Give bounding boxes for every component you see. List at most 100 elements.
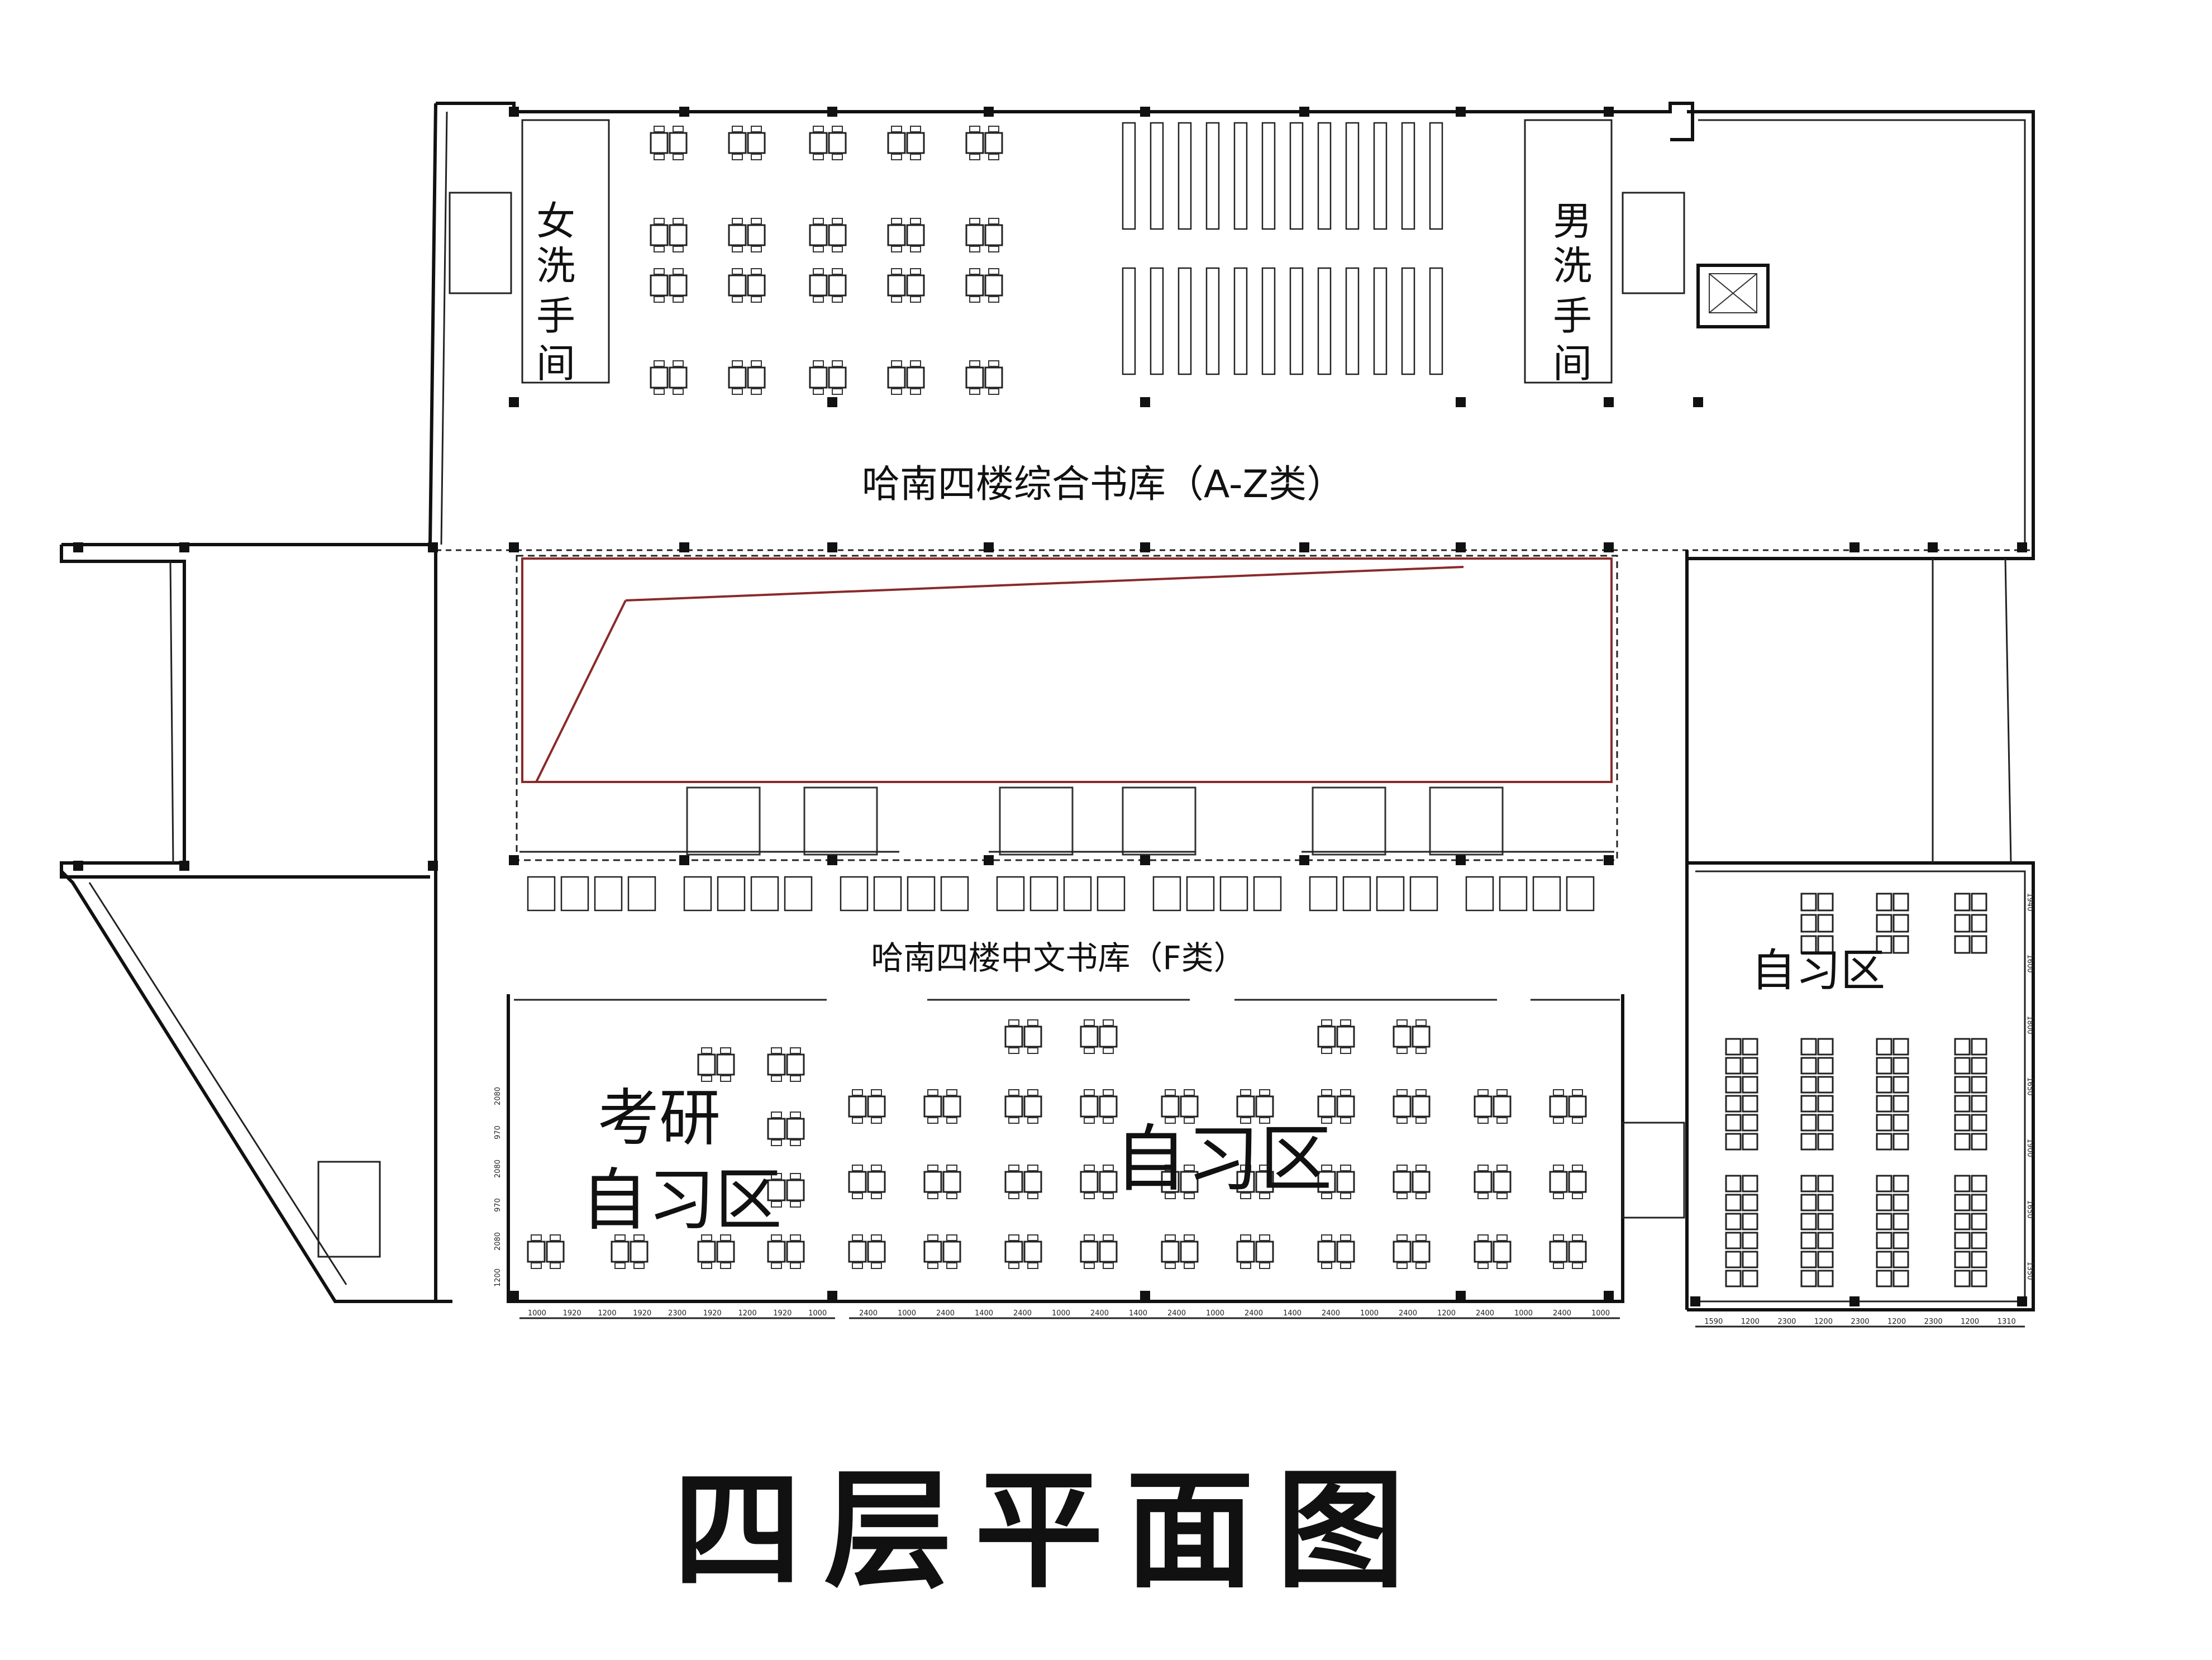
bookshelf (1401, 267, 1415, 375)
desk (1954, 1270, 1971, 1287)
chair (790, 1262, 801, 1269)
desk (1971, 914, 1987, 933)
chair (910, 388, 921, 395)
desk (1971, 893, 1987, 912)
chair (1165, 1117, 1176, 1124)
column (428, 542, 438, 552)
chair (1240, 1117, 1251, 1124)
chair (871, 1192, 882, 1199)
chair (891, 218, 902, 225)
chair (1572, 1089, 1583, 1096)
chair (832, 246, 843, 252)
bookshelf (1345, 267, 1360, 375)
desk (906, 132, 925, 154)
chair (1165, 1089, 1176, 1096)
desk (1892, 935, 1909, 954)
chair (751, 126, 762, 132)
desk (809, 366, 828, 389)
chair (790, 1112, 801, 1118)
desk (1474, 1095, 1493, 1118)
chair (1477, 1117, 1489, 1124)
bookshelf (1289, 122, 1304, 230)
chair (531, 1234, 542, 1241)
bookshelf (1150, 267, 1164, 375)
chair (1396, 1019, 1408, 1026)
chair (927, 1262, 938, 1269)
chair (1008, 1117, 1019, 1124)
desk (697, 1241, 716, 1263)
chair (1321, 1047, 1332, 1054)
chair (1396, 1165, 1408, 1171)
chair (813, 360, 824, 367)
desk (1023, 1171, 1042, 1193)
chair (871, 1234, 882, 1241)
desk (1080, 1025, 1099, 1048)
column (1456, 397, 1466, 407)
chair (1321, 1019, 1332, 1026)
desk (1954, 935, 1971, 954)
chair (988, 154, 999, 160)
desk (1725, 1175, 1742, 1192)
restroom-walls (521, 119, 1613, 384)
chair (1184, 1165, 1195, 1171)
chair (720, 1047, 731, 1054)
chair (1103, 1019, 1114, 1026)
chair (701, 1234, 712, 1241)
shelf-unit (1376, 876, 1405, 912)
chair (673, 296, 684, 303)
chair (1477, 1089, 1489, 1096)
desk (1876, 1251, 1892, 1268)
column (1690, 1296, 1700, 1306)
desk (1317, 1241, 1336, 1263)
chair (1259, 1165, 1270, 1171)
chair (732, 296, 743, 303)
column (1693, 397, 1703, 407)
chair (1396, 1117, 1408, 1124)
desk (1817, 893, 1834, 912)
chair (1553, 1117, 1564, 1124)
shelf-unit (873, 876, 902, 912)
dimension-label: 2300 (1851, 1318, 1869, 1326)
chair (852, 1117, 863, 1124)
chair (813, 388, 824, 395)
chair (1396, 1089, 1408, 1096)
column (509, 855, 519, 865)
chair (771, 1262, 782, 1269)
chair (1103, 1117, 1114, 1124)
bookshelf (1122, 122, 1136, 230)
dimension-label: 1000 (1514, 1309, 1533, 1318)
desk (1080, 1095, 1099, 1118)
chair (891, 268, 902, 275)
chair (1084, 1262, 1095, 1269)
chair (832, 268, 843, 275)
desk (1742, 1194, 1758, 1211)
desk (767, 1241, 786, 1263)
desk (1742, 1232, 1758, 1249)
chair (771, 1201, 782, 1208)
desk (867, 1241, 886, 1263)
desk (1023, 1025, 1042, 1048)
shelf-unit (560, 876, 589, 912)
column (2017, 542, 2027, 552)
desk (1800, 1114, 1817, 1132)
chair (1572, 1262, 1583, 1269)
desk (1800, 1095, 1817, 1113)
shelf-unit (594, 876, 623, 912)
bookshelf (1122, 267, 1136, 375)
desk (942, 1171, 961, 1193)
desk (669, 224, 688, 246)
desk (1161, 1095, 1180, 1118)
chair (1321, 1234, 1332, 1241)
chair (946, 1165, 957, 1171)
desk (1800, 1232, 1817, 1249)
desk (887, 224, 906, 246)
desk (1954, 893, 1971, 912)
desk (1954, 1251, 1971, 1268)
chair (673, 154, 684, 160)
chair (969, 154, 980, 160)
chair (673, 218, 684, 225)
exam-study-label-line2: 自习区 (581, 1162, 782, 1239)
chair (732, 154, 743, 160)
structural-columns (73, 107, 2027, 1306)
